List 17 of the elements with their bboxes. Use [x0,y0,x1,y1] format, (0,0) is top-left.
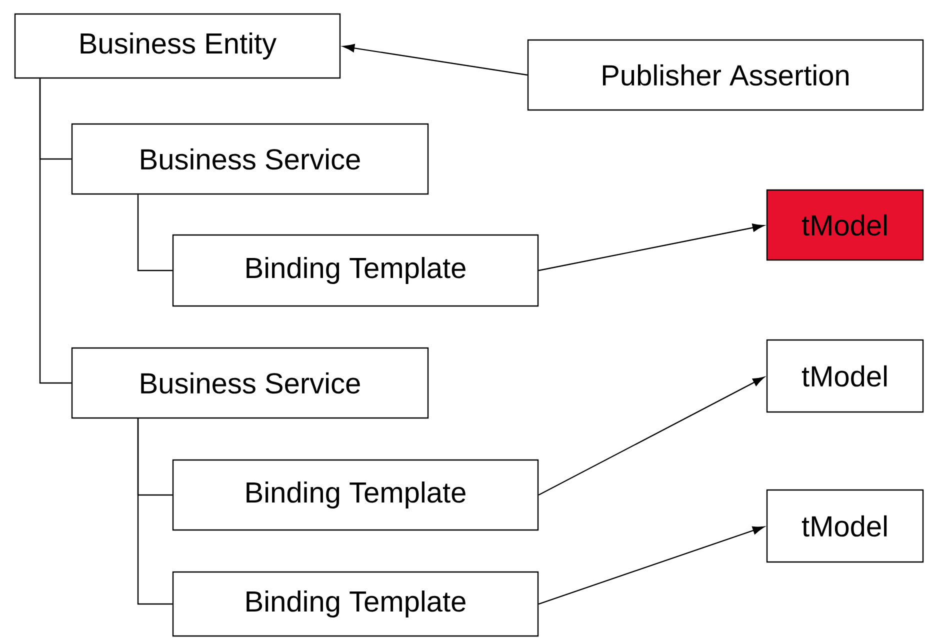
entity-box: tModel [766,489,924,563]
entity-box: Binding Template [172,234,539,307]
entity-box: Business Service [71,347,429,419]
tree-line [137,418,172,605]
entity-box: Business Entity [14,13,341,79]
entity-box: Publisher Assertion [527,39,924,111]
entity-box: tModel [766,339,924,413]
tree-line [137,194,172,272]
entity-box: Binding Template [172,459,539,531]
arrow [538,376,764,496]
arrow [538,224,764,272]
entity-box: Business Service [71,123,429,195]
tree-line [39,78,72,384]
arrow [538,526,764,605]
arrow [342,44,528,76]
entity-box: tModel [766,189,924,261]
entity-box: Binding Template [172,571,539,637]
